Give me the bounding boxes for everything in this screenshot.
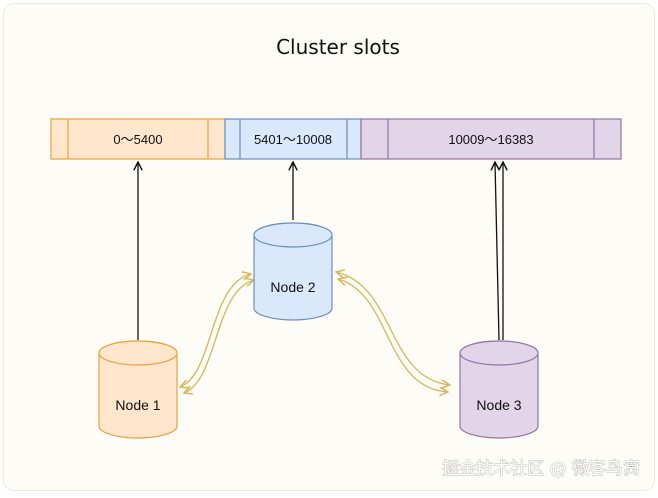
node-3-to-slot-arrow-a	[495, 162, 499, 341]
node-1-top	[98, 340, 178, 366]
node-1-cylinder: Node 1	[98, 340, 178, 439]
diagram-canvas: Cluster slots 0～5400 5401～10008 10009～16…	[4, 4, 654, 490]
slot-range-1-label: 0～5400	[113, 132, 162, 147]
link-node1-node2-b	[184, 280, 254, 393]
slot-range-1: 0～5400	[50, 118, 226, 160]
node-3-label: Node 3	[476, 397, 521, 413]
diagram-title: Cluster slots	[276, 35, 400, 59]
link-node2-node3-b	[338, 279, 448, 392]
slot-range-1-box	[50, 118, 226, 160]
cluster-diagram: Cluster slots 0～5400 5401～10008 10009～16…	[50, 35, 641, 480]
link-node2-node3-a	[336, 272, 450, 385]
node-2-label: Node 2	[270, 279, 315, 295]
link-node1-node2-a	[180, 274, 251, 387]
watermark-text: 掘金技术社区 @ 微客鸟窝	[442, 459, 640, 479]
node-3-cylinder: Node 3	[459, 340, 539, 439]
node-2-cylinder: Node 2	[253, 222, 333, 321]
slot-range-3-label: 10009～16383	[448, 132, 533, 147]
slot-range-2-box	[224, 118, 362, 160]
node-2-top	[253, 222, 333, 248]
slot-range-3: 10009～16383	[360, 118, 622, 160]
node-1-label: Node 1	[115, 397, 160, 413]
slot-range-3-box	[360, 118, 622, 160]
slot-range-2-label: 5401～10008	[254, 132, 332, 147]
node-3-top	[459, 340, 539, 366]
slot-range-2: 5401～10008	[224, 118, 362, 160]
